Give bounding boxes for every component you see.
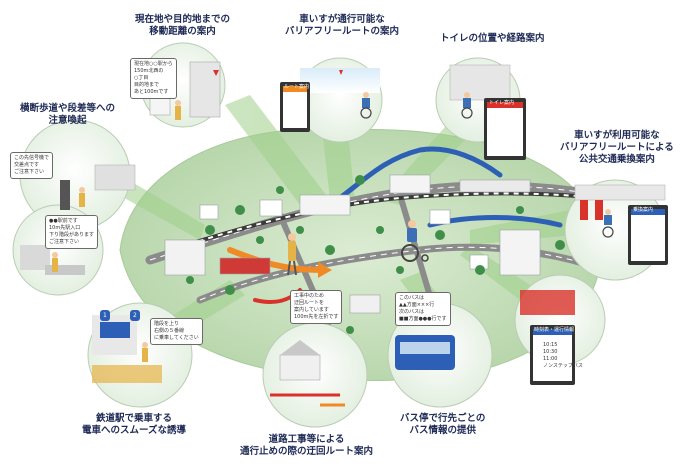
callout-wheelchair-route: 車いすが通行可能な バリアフリールートの案内 xyxy=(285,14,400,37)
busstop-bubble: このバスは ▲▲方面×××行 次のバスは ■■方面●●●行です xyxy=(395,292,451,326)
railway xyxy=(169,191,601,252)
bus-timetable: 10:15 10:30 11:00 ノンステップバス xyxy=(543,342,583,369)
construction-bubble: 工事中のため 迂回ルートを 案内しています 100m先を左折です xyxy=(290,290,343,324)
crosswalk-bubble: この先信号機で 交差点です ご注意下さい xyxy=(10,152,54,179)
transit-screen-title: 乗換案内 xyxy=(633,207,654,213)
vignette-details xyxy=(20,61,668,407)
wheelchair-user-figure xyxy=(401,220,429,262)
pedestrian-figure xyxy=(287,233,297,276)
route-orange-arrow xyxy=(318,262,332,278)
callout-station: 鉄道駅で乗車する 電車へのスムーズな誘導 xyxy=(82,413,187,436)
callout-transit: 車いすが利用可能な バリアフリールートによる 公共交通乗換案内 xyxy=(560,130,674,165)
platform-number-1: 1 xyxy=(100,310,110,321)
platform-bubble: 階段を上り 右側の５番線 に乗車してください xyxy=(150,318,203,345)
bus-screen-title: 時刻表・運行情報 xyxy=(534,327,575,333)
route-blue xyxy=(327,146,503,208)
route-screen-title: ルート案内 xyxy=(284,84,310,90)
callout-detour: 道路工事等による 通行止めの際の迂回ルート案内 xyxy=(240,434,374,457)
distance-bubble: 現在地○○駅から 150m北西の ○丁目 目的地まで あと100mです xyxy=(130,58,177,99)
route-orange xyxy=(227,247,323,273)
callout-distance: 現在地や目的地までの 移動距離の案内 xyxy=(135,14,231,37)
platform-number-2: 2 xyxy=(130,310,140,321)
center-buildings xyxy=(164,174,541,314)
callout-bus: バス停で行先ごとの バス情報の提供 xyxy=(400,413,486,436)
callout-crosswalk: 横断歩道や段差等への 注意喚起 xyxy=(20,103,116,126)
callout-toilet: トイレの位置や経路案内 xyxy=(440,33,545,44)
toilet-screen-title: トイレ案内 xyxy=(489,100,515,106)
step-bubble: ●●駅前です 10m先駅入口 下り階段があります ご注意下さい xyxy=(45,215,99,249)
